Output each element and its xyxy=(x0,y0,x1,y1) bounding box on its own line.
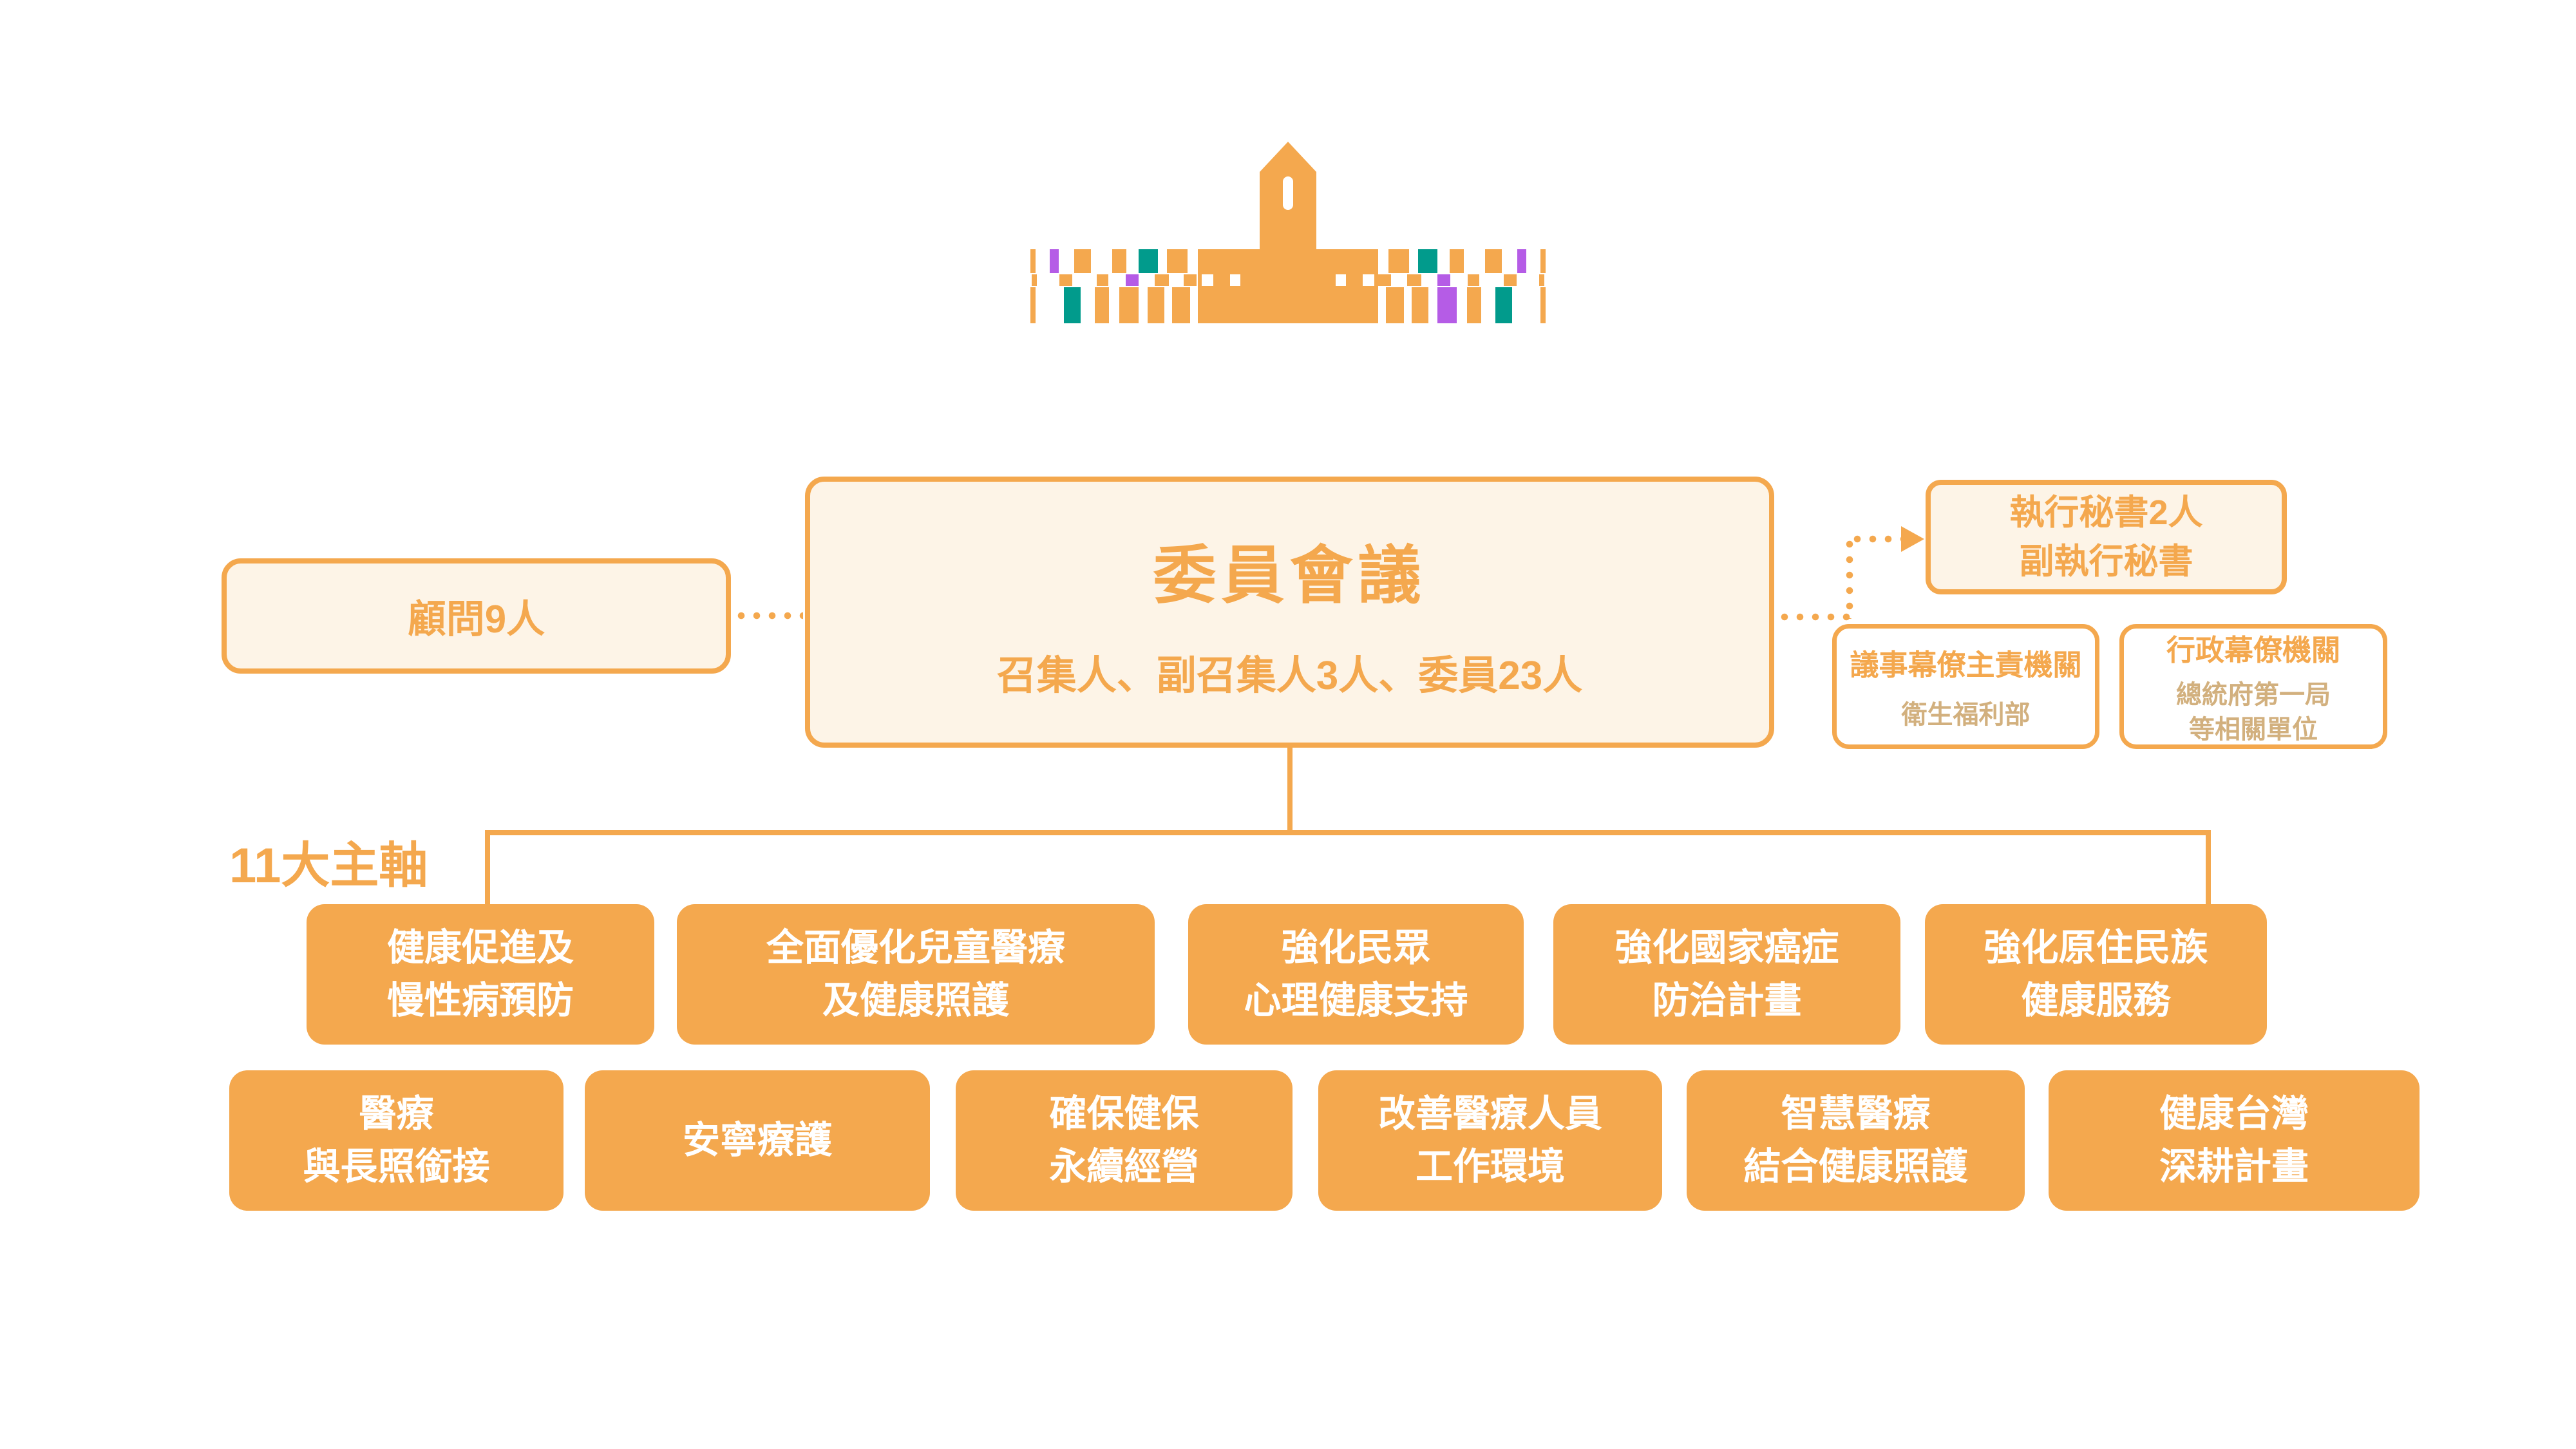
committee-title: 委員會議 xyxy=(1153,539,1426,611)
axis-box-child-medical: 全面優化兒童醫療 及健康照護 xyxy=(677,904,1155,1045)
administrative-staff-agency-subtitle: 總統府第一局 xyxy=(2176,680,2331,709)
secretary-dotted-connector-h2 xyxy=(1850,535,1905,543)
axis-line: 永續經營 xyxy=(1049,1146,1199,1188)
administrative-staff-agency-title: 行政幕僚機關 xyxy=(2166,633,2340,667)
axes-count-label: 11大主軸 xyxy=(229,838,428,893)
axis-box-indigenous-health: 強化原住民族 健康服務 xyxy=(1925,904,2267,1045)
axis-line: 智慧醫療 xyxy=(1781,1093,1931,1135)
logo-left-wing xyxy=(1030,249,1197,323)
axis-line: 安寧療護 xyxy=(682,1119,832,1161)
axis-line: 確保健保 xyxy=(1049,1093,1199,1135)
axis-box-longterm-care: 醫療 與長照銜接 xyxy=(229,1070,564,1211)
axis-line: 健康台灣 xyxy=(2159,1093,2309,1135)
axis-line: 健康促進及 xyxy=(386,927,574,969)
secretary-dotted-connector-v xyxy=(1846,536,1853,619)
advisor-box: 顧問9人 xyxy=(222,558,731,674)
connector-bracket-horizontal xyxy=(485,830,2211,835)
proceedings-staff-agency-box: 議事幕僚主責機關 衛生福利部 xyxy=(1832,624,2099,749)
presidential-office-building-logo xyxy=(1030,142,1546,323)
advisor-label: 顧問9人 xyxy=(407,598,545,641)
executive-secretary-line2: 副執行秘書 xyxy=(2019,542,2193,581)
axis-line: 全面優化兒童醫療 xyxy=(766,927,1065,969)
axis-line: 健康服務 xyxy=(2021,980,2171,1021)
axis-line: 及健康照護 xyxy=(822,980,1009,1021)
proceedings-staff-agency-subtitle: 衛生福利部 xyxy=(1901,700,2031,729)
axis-line: 防治計畫 xyxy=(1652,980,1802,1021)
axis-box-health-promotion: 健康促進及 慢性病預防 xyxy=(307,904,654,1045)
connector-bracket-left-drop xyxy=(485,830,490,904)
committee-meeting-box: 委員會議 召集人、副召集人3人、委員23人 xyxy=(805,477,1774,748)
axis-box-hospice-care: 安寧療護 xyxy=(585,1070,930,1211)
administrative-staff-agency-box: 行政幕僚機關 總統府第一局 等相關單位 xyxy=(2119,624,2387,749)
committee-subtitle: 召集人、副召集人3人、委員23人 xyxy=(996,653,1583,698)
axis-line: 醫療 xyxy=(359,1093,434,1135)
connector-committee-stem xyxy=(1287,748,1293,835)
proceedings-staff-agency-title: 議事幕僚主責機關 xyxy=(1850,648,2082,681)
axis-line: 深耕計畫 xyxy=(2159,1146,2309,1188)
administrative-staff-agency-subtitle2: 等相關單位 xyxy=(2189,715,2318,744)
axis-line: 慢性病預防 xyxy=(386,980,574,1021)
axis-box-deep-cultivation: 健康台灣 深耕計畫 xyxy=(2049,1070,2420,1211)
axis-line: 心理健康支持 xyxy=(1244,980,1468,1021)
axis-box-mental-health: 強化民眾 心理健康支持 xyxy=(1188,904,1524,1045)
advisor-dotted-connector xyxy=(734,612,803,620)
axis-line: 與長照銜接 xyxy=(303,1146,490,1188)
axis-box-nhi-sustainability: 確保健保 永續經營 xyxy=(956,1070,1293,1211)
secretary-dotted-connector-h1 xyxy=(1777,613,1852,621)
axis-line: 強化民眾 xyxy=(1281,927,1431,969)
axis-line: 改善醫療人員 xyxy=(1378,1093,1602,1135)
axis-box-cancer-control: 強化國家癌症 防治計畫 xyxy=(1553,904,1900,1045)
secretary-arrowhead-icon xyxy=(1901,526,1924,552)
axis-line: 工作環境 xyxy=(1415,1146,1565,1188)
axis-box-smart-healthcare: 智慧醫療 結合健康照護 xyxy=(1687,1070,2025,1211)
executive-secretary-box: 執行秘書2人 副執行秘書 xyxy=(1926,480,2287,594)
logo-right-wing xyxy=(1378,249,1546,323)
axis-box-work-environment: 改善醫療人員 工作環境 xyxy=(1318,1070,1662,1211)
connector-bracket-right-drop xyxy=(2206,830,2211,904)
axis-line: 強化原住民族 xyxy=(1984,927,2208,969)
axis-line: 強化國家癌症 xyxy=(1615,927,1839,969)
logo-center-building xyxy=(1198,142,1378,323)
axis-line: 結合健康照護 xyxy=(1743,1146,1968,1188)
executive-secretary-line1: 執行秘書2人 xyxy=(2009,493,2203,532)
